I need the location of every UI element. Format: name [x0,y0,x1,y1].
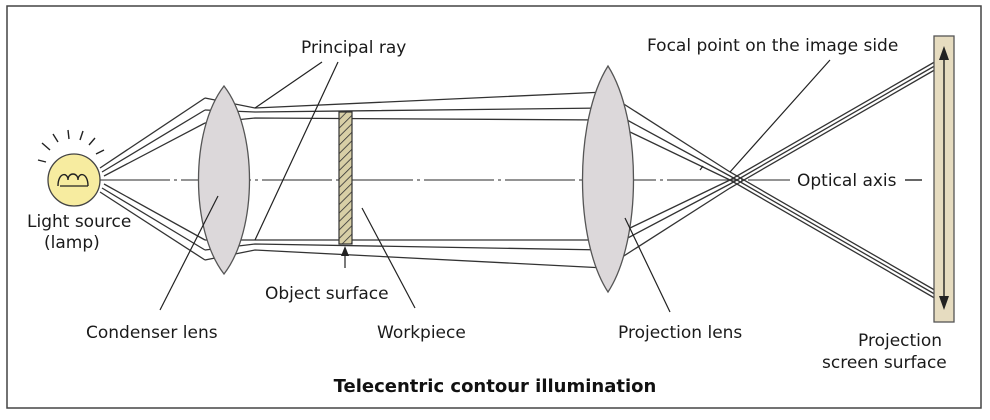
label-projection-screen-line2: screen surface [822,353,947,373]
condenser-lens-shape [197,84,251,276]
lamp-icon [37,129,105,207]
label-light-source-line1: Light source [27,212,131,232]
rays-lamp-to-condenser [99,97,206,261]
label-workpiece: Workpiece [377,323,466,343]
leader-lines [159,59,831,313]
label-focal-point: Focal point on the image side [647,36,898,56]
workpiece-shape [338,111,353,245]
screen-arrow-down [939,296,949,310]
label-principal-ray: Principal ray [301,38,406,58]
screen-arrow-up [939,46,949,60]
label-projection-lens: Projection lens [618,323,742,343]
diagram-title: Telecentric contour illumination [334,376,657,397]
label-projection-screen-line1: Projection [858,331,942,351]
label-optical-axis: Optical axis [797,171,897,191]
diagram-frame [6,5,982,409]
label-object-surface: Object surface [265,284,389,304]
label-light-source-line2: (lamp) [44,233,100,253]
label-condenser-lens: Condenser lens [86,323,218,343]
projection-lens-shape [581,64,635,294]
